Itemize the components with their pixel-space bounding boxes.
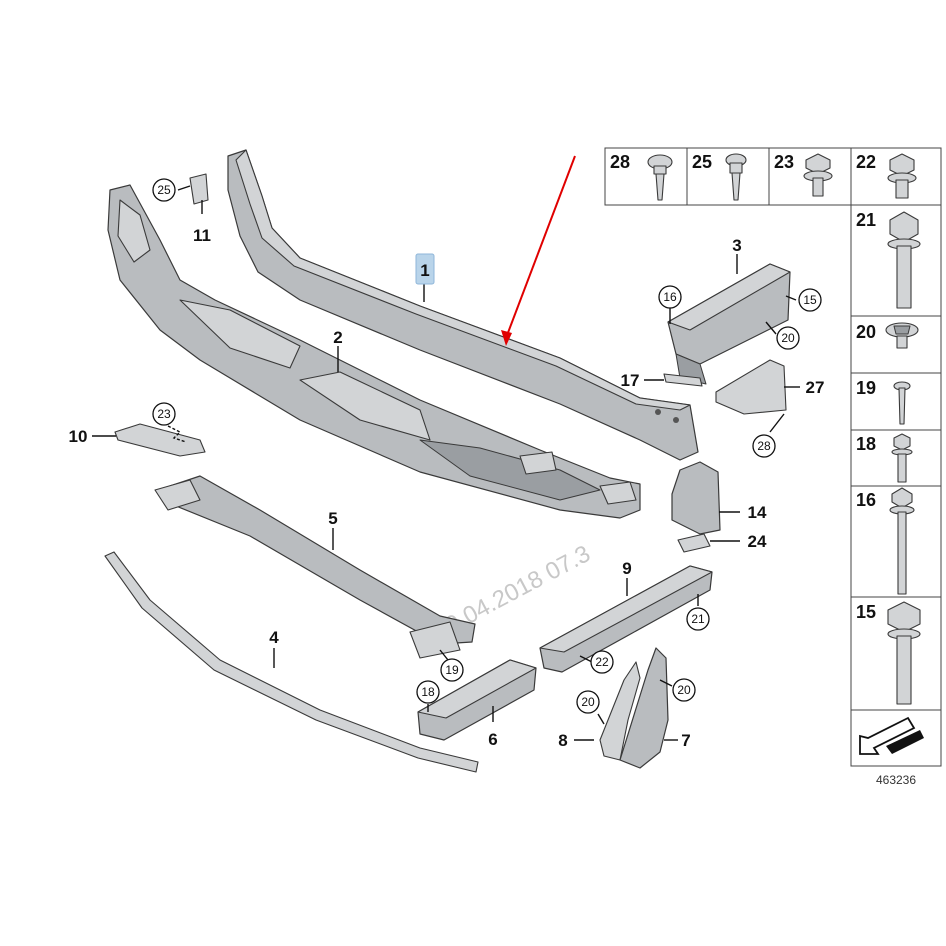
part-2-energy-absorber[interactable] bbox=[107, 184, 641, 519]
svg-text:25: 25 bbox=[157, 183, 171, 197]
callout-11[interactable]: 11 bbox=[193, 226, 211, 245]
circled-callout-19[interactable]: 19 bbox=[440, 658, 464, 682]
part-4-strip[interactable] bbox=[104, 551, 479, 773]
leader-lines bbox=[92, 185, 800, 741]
callout-10[interactable]: 10 bbox=[69, 427, 88, 446]
bolt-20-icon bbox=[885, 322, 919, 349]
bolt-21-icon bbox=[887, 211, 921, 309]
circled-callout-23[interactable]: 23 bbox=[152, 402, 176, 426]
fastener-25-label[interactable]: 25 bbox=[692, 152, 712, 172]
fastener-16-label[interactable]: 16 bbox=[856, 490, 876, 510]
part-1-bumper-carrier[interactable] bbox=[227, 149, 699, 461]
callout-5[interactable]: 5 bbox=[328, 509, 337, 528]
svg-text:23: 23 bbox=[157, 407, 171, 421]
fastener-18-label[interactable]: 18 bbox=[856, 434, 876, 454]
part-10-bracket[interactable] bbox=[114, 423, 206, 457]
fastener-21-label[interactable]: 21 bbox=[856, 210, 876, 230]
callout-14[interactable]: 14 bbox=[748, 503, 767, 522]
fastener-28-label[interactable]: 28 bbox=[610, 152, 630, 172]
svg-text:21: 21 bbox=[691, 612, 705, 626]
part-24-clip[interactable] bbox=[677, 533, 711, 553]
callout-1[interactable]: 1 bbox=[420, 261, 429, 280]
fastener-15-label[interactable]: 15 bbox=[856, 602, 876, 622]
circled-callout-25[interactable]: 25 bbox=[152, 178, 176, 202]
highlight-box bbox=[415, 253, 435, 285]
callout-3[interactable]: 3 bbox=[732, 236, 741, 255]
bolt-22-icon bbox=[887, 153, 917, 199]
part-6-crash-box[interactable] bbox=[417, 659, 537, 741]
fastener-19-label[interactable]: 19 bbox=[856, 378, 876, 398]
part-5-lower-carrier[interactable] bbox=[154, 475, 476, 659]
circled-callout-15[interactable]: 15 bbox=[798, 288, 822, 312]
circled-callout-20-b[interactable]: 20 bbox=[576, 690, 600, 714]
svg-text:22: 22 bbox=[595, 655, 609, 669]
part-27-bracket[interactable] bbox=[715, 359, 787, 415]
callout-labels: 1 2 3 4 5 6 7 8 9 10 11 14 17 24 27 bbox=[69, 226, 825, 750]
svg-text:28: 28 bbox=[757, 439, 771, 453]
svg-text:18: 18 bbox=[421, 685, 435, 699]
callout-2[interactable]: 2 bbox=[333, 328, 342, 347]
fastener-grid: 28 25 23 22 21 20 19 18 16 15 bbox=[604, 147, 942, 767]
part-17-clip[interactable] bbox=[663, 373, 703, 387]
svg-text:16: 16 bbox=[663, 290, 677, 304]
callout-6[interactable]: 6 bbox=[488, 730, 497, 749]
screw-28-icon bbox=[647, 154, 673, 201]
callout-24[interactable]: 24 bbox=[748, 532, 767, 551]
fastener-22-label[interactable]: 22 bbox=[856, 152, 876, 172]
callout-7[interactable]: 7 bbox=[681, 731, 690, 750]
red-arrow-icon bbox=[501, 155, 576, 346]
circled-callout-21[interactable]: 21 bbox=[686, 607, 710, 631]
bolt-23-icon bbox=[803, 153, 833, 197]
part-7-support[interactable] bbox=[619, 647, 669, 769]
callout-9[interactable]: 9 bbox=[622, 559, 631, 578]
circled-callout-20-c[interactable]: 20 bbox=[672, 678, 696, 702]
rivet-19-icon bbox=[893, 381, 911, 425]
circled-callout-28[interactable]: 28 bbox=[752, 434, 776, 458]
circled-callout-20-a[interactable]: 20 bbox=[776, 326, 800, 350]
bolt-16-icon bbox=[889, 487, 915, 595]
callout-8[interactable]: 8 bbox=[558, 731, 567, 750]
circled-callout-16[interactable]: 16 bbox=[658, 285, 682, 309]
fastener-23-label[interactable]: 23 bbox=[774, 152, 794, 172]
bolt-18-icon bbox=[891, 433, 913, 483]
circled-callout-18[interactable]: 18 bbox=[416, 680, 440, 704]
bolt-15-icon bbox=[887, 601, 921, 705]
fastener-20-label[interactable]: 20 bbox=[856, 322, 876, 342]
svg-text:19: 19 bbox=[445, 663, 459, 677]
callout-4[interactable]: 4 bbox=[269, 628, 279, 647]
circled-callouts: 25 23 16 15 20 28 21 22 bbox=[152, 178, 822, 714]
svg-text:20: 20 bbox=[581, 695, 595, 709]
part-14-bracket[interactable] bbox=[671, 461, 721, 535]
callout-27[interactable]: 27 bbox=[806, 378, 825, 397]
diagram-reference-number: 463236 bbox=[876, 773, 916, 787]
part-11-bracket[interactable] bbox=[189, 173, 209, 205]
svg-text:20: 20 bbox=[781, 331, 795, 345]
part-8-support[interactable] bbox=[599, 661, 641, 761]
direction-arrow-icon bbox=[850, 709, 942, 767]
svg-text:15: 15 bbox=[803, 293, 817, 307]
screw-25-icon bbox=[725, 153, 747, 201]
svg-text:20: 20 bbox=[677, 683, 691, 697]
part-9-rail[interactable] bbox=[539, 565, 713, 673]
callout-17[interactable]: 17 bbox=[621, 371, 640, 390]
circled-callout-22[interactable]: 22 bbox=[590, 650, 614, 674]
